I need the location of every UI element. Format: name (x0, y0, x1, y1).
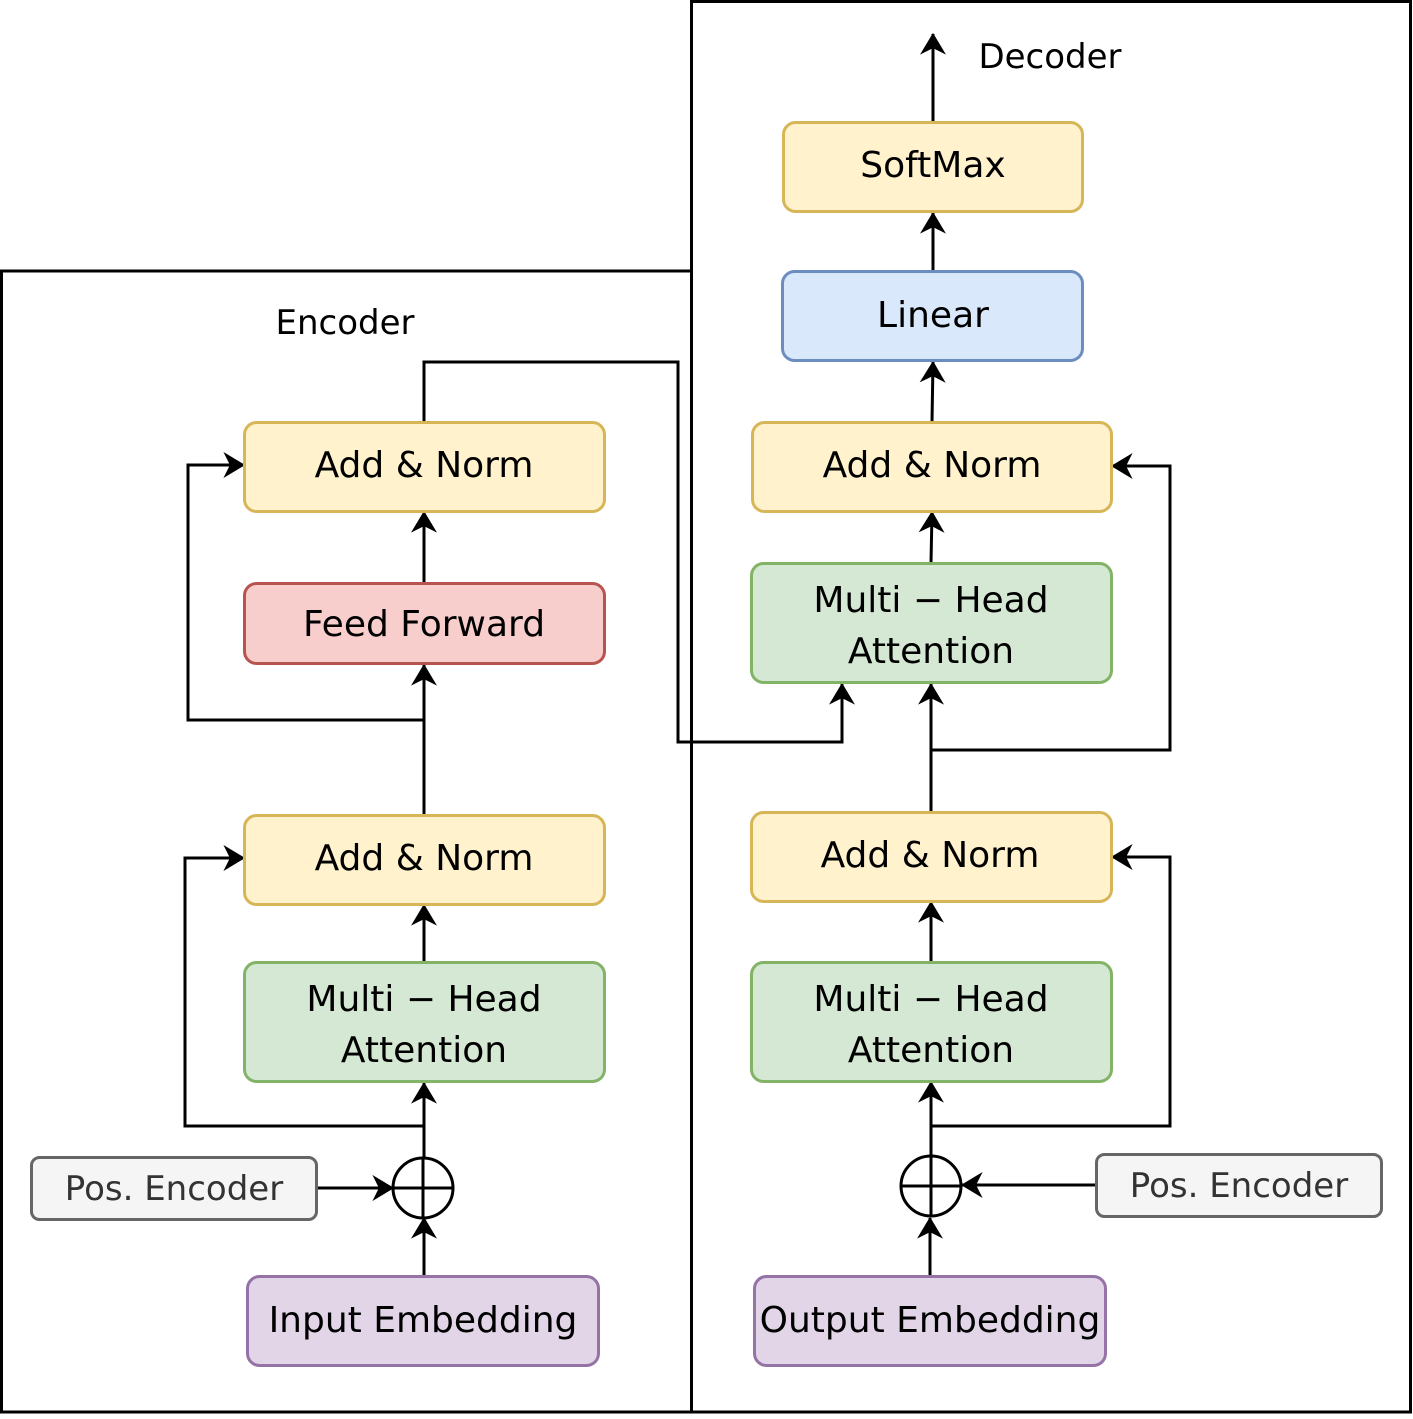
decoder-linear: Linear (781, 270, 1084, 362)
decoder-frame (690, 0, 1412, 1414)
decoder-connectors (917, 32, 1172, 1276)
svg-text:Linear: Linear (877, 295, 989, 336)
svg-text:Output Embedding: Output Embedding (760, 1300, 1101, 1341)
svg-text:Multi − Head: Multi − Head (813, 580, 1048, 621)
decoder-pos-encoder: Pos. Encoder (1095, 1153, 1383, 1218)
encoder-connectors (183, 360, 855, 1275)
decoder-adder-icon (899, 1154, 963, 1218)
svg-text:Multi − Head: Multi − Head (306, 979, 541, 1020)
svg-text:Add & Norm: Add & Norm (823, 445, 1042, 486)
decoder-title: Decoder (978, 37, 1121, 77)
decoder-add-norm-bottom: Add & Norm (750, 811, 1113, 903)
svg-text:Add & Norm: Add & Norm (315, 445, 534, 486)
decoder-output-embedding: Output Embedding (753, 1275, 1107, 1367)
svg-text:Attention: Attention (848, 631, 1014, 672)
svg-text:Add & Norm: Add & Norm (315, 838, 534, 879)
encoder-add-norm-top: Add & Norm (243, 421, 606, 513)
svg-text:Add & Norm: Add & Norm (821, 835, 1040, 876)
svg-text:Multi − Head: Multi − Head (813, 979, 1048, 1020)
encoder-title: Encoder (275, 303, 414, 343)
svg-text:Attention: Attention (341, 1030, 507, 1071)
encoder-input-embedding: Input Embedding (246, 1275, 600, 1367)
svg-text:Input Embedding: Input Embedding (269, 1300, 578, 1341)
svg-text:Feed Forward: Feed Forward (303, 604, 545, 645)
encoder-add-norm-bottom: Add & Norm (243, 814, 606, 906)
encoder-multi-head-attention: Multi − Head Attention (243, 961, 606, 1083)
svg-text:Pos. Encoder: Pos. Encoder (65, 1169, 283, 1209)
encoder-pos-encoder: Pos. Encoder (30, 1156, 318, 1221)
svg-text:SoftMax: SoftMax (860, 145, 1005, 186)
svg-text:Attention: Attention (848, 1030, 1014, 1071)
svg-text:Pos. Encoder: Pos. Encoder (1130, 1166, 1348, 1206)
decoder-softmax: SoftMax (782, 121, 1084, 213)
decoder-cross-multi-head-attention: Multi − Head Attention (750, 562, 1113, 684)
decoder-add-norm-top: Add & Norm (751, 421, 1113, 513)
decoder-self-multi-head-attention: Multi − Head Attention (750, 961, 1113, 1083)
encoder-adder-icon (391, 1156, 455, 1220)
encoder-feed-forward: Feed Forward (243, 582, 606, 665)
